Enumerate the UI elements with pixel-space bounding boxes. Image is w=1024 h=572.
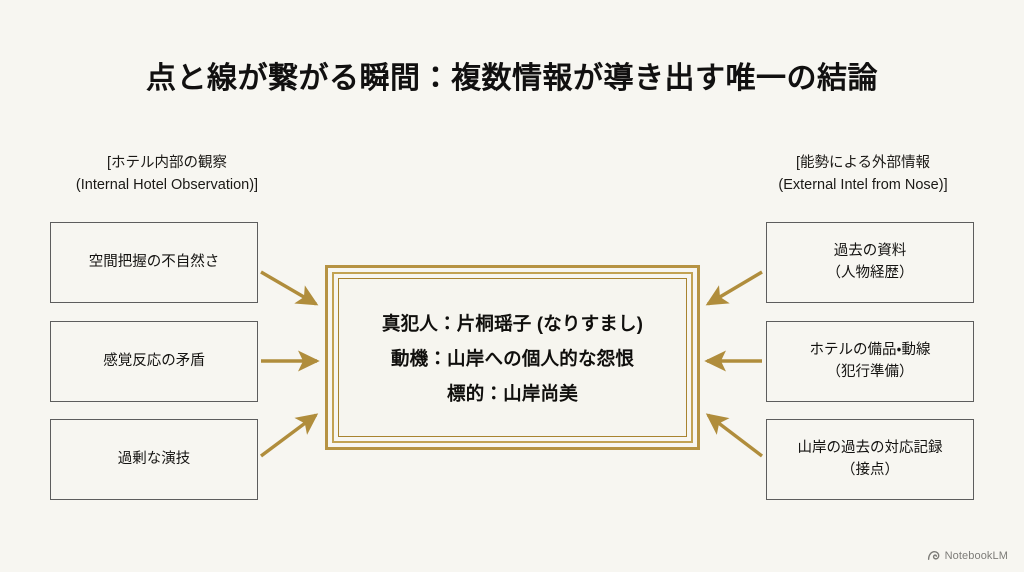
notebooklm-logo-icon: [927, 551, 940, 560]
evidence-box-left-3[interactable]: 過剰な演技: [50, 419, 258, 500]
right-column-header: [能勢による外部情報 (External Intel from Nose)]: [778, 155, 948, 193]
evidence-box-left-1[interactable]: 空間把握の不自然さ: [50, 222, 258, 303]
arrow-left-1: [260, 270, 319, 306]
arrow-right-3: [705, 413, 764, 458]
arrow-left-3: [259, 413, 319, 458]
conclusion-line-target: 標的：山岸尚美: [447, 382, 578, 404]
conclusion-line-culprit: 真犯人：片桐瑶子 (なりすまし): [381, 312, 644, 334]
evidence-box-left-2[interactable]: 感覚反応の矛盾: [50, 321, 258, 402]
notebooklm-watermark-label: NotebookLM: [944, 549, 1008, 562]
conclusion-box[interactable]: 真犯人：片桐瑶子 (なりすまし) 動機：山岸への個人的な怨恨 標的：山岸尚美: [325, 265, 700, 450]
page-title: 点と線が繋がる瞬間：複数情報が導き出す唯一の結論: [146, 62, 878, 95]
conclusion-content: 真犯人：片桐瑶子 (なりすまし) 動機：山岸への個人的な怨恨 標的：山岸尚美: [338, 278, 687, 437]
evidence-box-right-1[interactable]: 過去の資料 （人物経歴）: [766, 222, 974, 303]
notebooklm-watermark: NotebookLM: [927, 549, 1008, 562]
evidence-box-right-2[interactable]: ホテルの備品・動線 （犯行準備）: [766, 321, 974, 402]
conclusion-gold-frame: 真犯人：片桐瑶子 (なりすまし) 動機：山岸への個人的な怨恨 標的：山岸尚美: [332, 272, 693, 443]
arrow-right-1: [705, 270, 763, 306]
evidence-box-right-3[interactable]: 山岸の過去の対応記録 （接点）: [766, 419, 974, 500]
conclusion-line-motive: 動機：山岸への個人的な怨恨: [390, 347, 635, 369]
left-column-header: [ホテル内部の観察 (Internal Hotel Observation)]: [75, 155, 259, 193]
